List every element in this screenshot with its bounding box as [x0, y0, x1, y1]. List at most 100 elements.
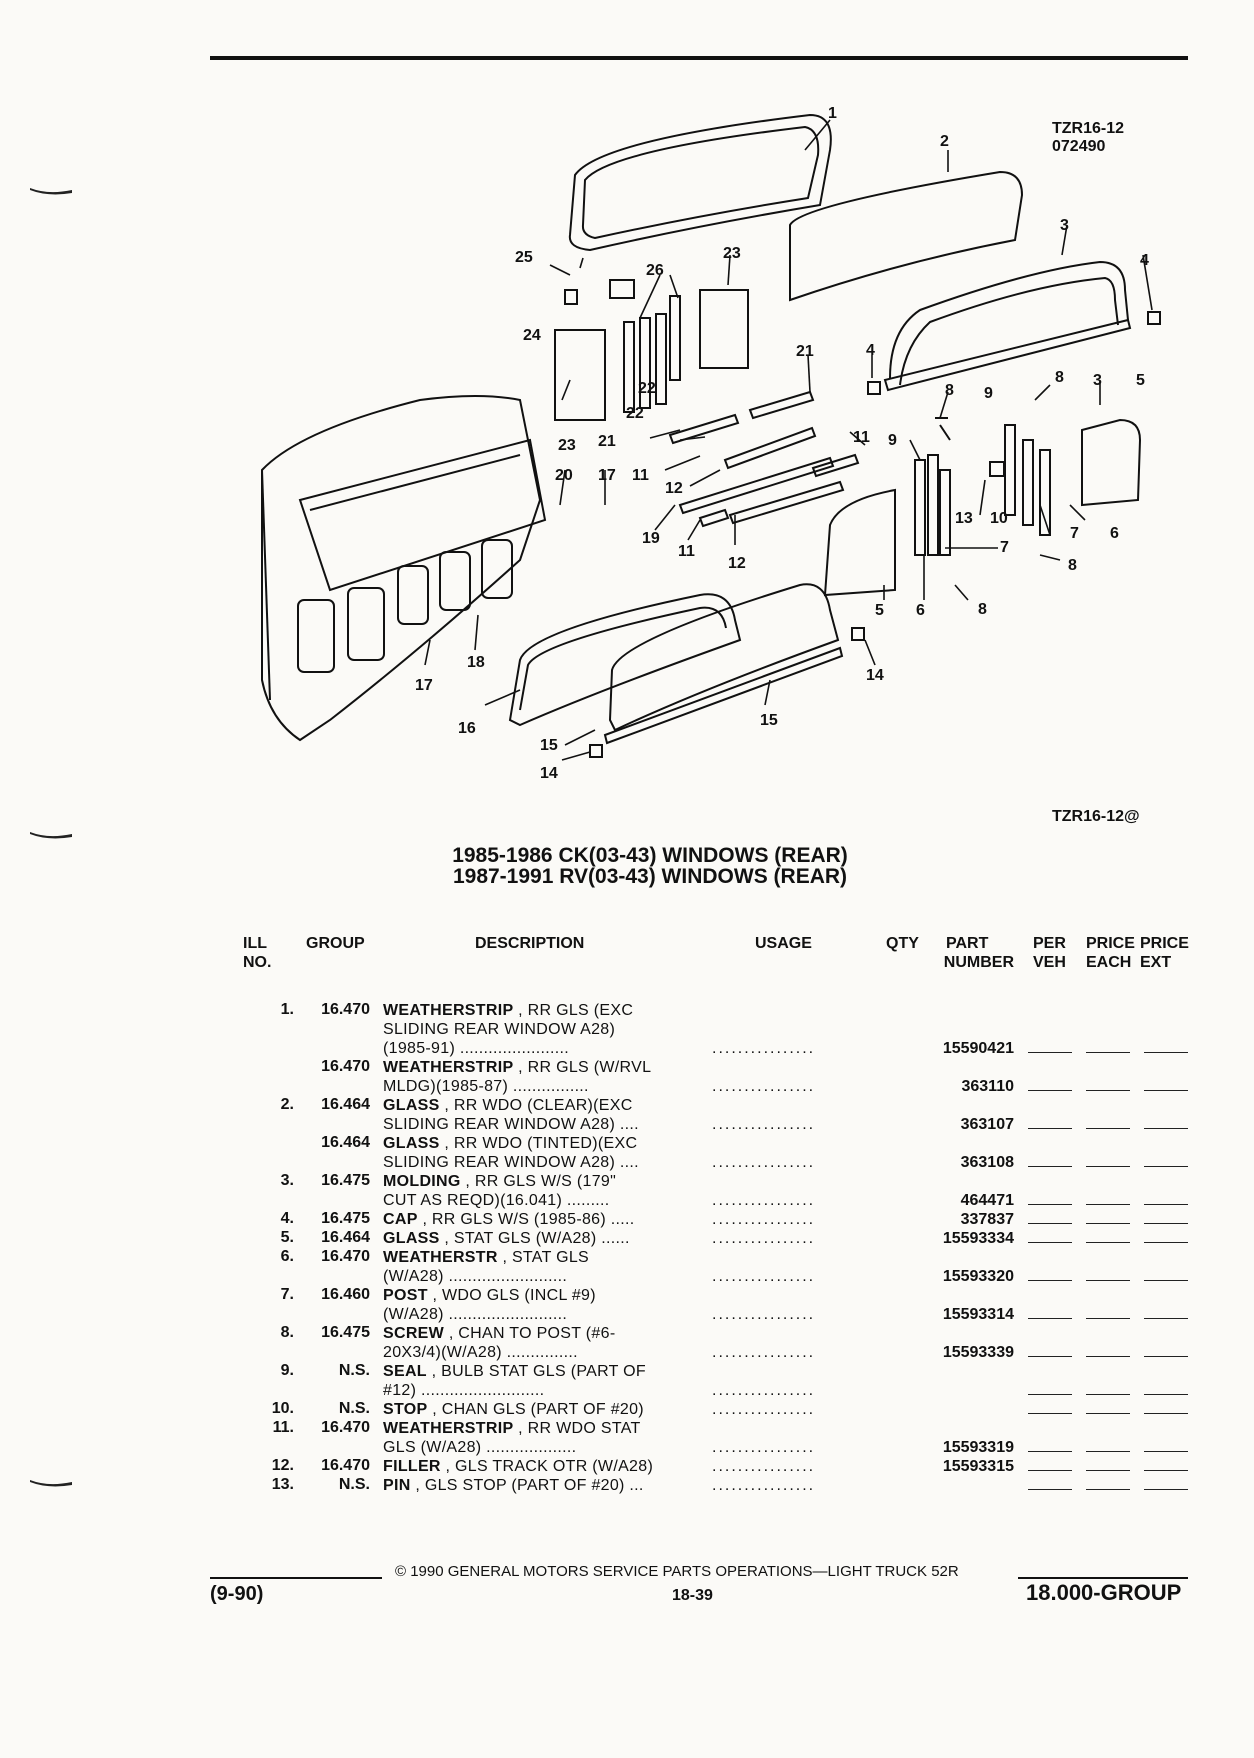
- usage: ................: [712, 1401, 816, 1418]
- description-line1: , GLS TRACK OTR (W/A28): [445, 1458, 654, 1475]
- price-blanks: [1028, 1223, 1188, 1225]
- svg-text:23: 23: [723, 245, 741, 262]
- price-blanks: [1028, 1470, 1188, 1472]
- header-price-ext: PRICE EXT: [1140, 935, 1189, 971]
- part-number: 15593315: [942, 1458, 1014, 1475]
- slider-glass-outline: [554, 329, 606, 421]
- price-blanks: [1028, 1052, 1188, 1054]
- usage: ................: [712, 1116, 816, 1133]
- description-line1: , RR WDO (TINTED)(EXC: [444, 1135, 638, 1152]
- usage: ................: [712, 1154, 816, 1171]
- price-blanks: [1028, 1394, 1188, 1396]
- description-line1: , RR GLS W/S (179": [465, 1173, 617, 1190]
- svg-text:26: 26: [646, 262, 664, 279]
- description-line2: SLIDING REAR WINDOW A28): [383, 1021, 616, 1038]
- svg-text:10: 10: [990, 510, 1008, 527]
- part-name: STOP: [383, 1401, 428, 1418]
- usage: ................: [712, 1040, 816, 1057]
- svg-text:7: 7: [1000, 539, 1009, 556]
- page-title-line1: 1985-1986 CK(03-43) WINDOWS (REAR): [452, 844, 848, 867]
- price-blanks: [1028, 1128, 1188, 1130]
- part-number: 363110: [961, 1078, 1014, 1095]
- svg-text:20: 20: [555, 467, 573, 484]
- svg-text:12: 12: [665, 480, 683, 497]
- svg-text:6: 6: [916, 602, 925, 619]
- description-line1: , RR GLS (W/RVL: [518, 1059, 652, 1076]
- part-name: WEATHERSTR: [383, 1249, 498, 1266]
- part-name: WEATHERSTRIP: [383, 1420, 514, 1437]
- part-number: 363107: [960, 1116, 1014, 1133]
- description-line2: CUT AS REQD)(16.041) .........: [383, 1192, 610, 1209]
- header-usage: USAGE: [755, 935, 812, 952]
- svg-text:17: 17: [598, 467, 616, 484]
- ill-no: 9.: [280, 1362, 294, 1379]
- usage: ................: [712, 1192, 816, 1209]
- description: SEAL , BULB STAT GLS (PART OF#12) ......…: [383, 1362, 683, 1400]
- description: CAP , RR GLS W/S (1985-86) .....: [383, 1210, 683, 1229]
- stationary-glass-outline: [823, 488, 896, 597]
- svg-text:4: 4: [866, 342, 875, 359]
- description-line2: MLDG)(1985-87) ................: [383, 1078, 589, 1095]
- ill-no: 6.: [280, 1248, 294, 1265]
- description-line1: , RR WDO STAT: [518, 1420, 641, 1437]
- description-line1: , CHAN TO POST (#6-: [448, 1325, 616, 1342]
- part-number: 15593314: [942, 1306, 1014, 1323]
- part-name: MOLDING: [383, 1173, 461, 1190]
- ill-no: 8.: [280, 1324, 294, 1341]
- part-number: 15593339: [942, 1344, 1014, 1361]
- group-code: 16.460: [321, 1286, 370, 1303]
- price-blanks: [1028, 1166, 1188, 1168]
- description-line1: , RR GLS (EXC: [518, 1002, 634, 1019]
- usage: ................: [712, 1344, 816, 1361]
- svg-text:13: 13: [955, 510, 973, 527]
- part-number: 15590421: [942, 1040, 1014, 1057]
- description: MOLDING , RR GLS W/S (179" CUT AS REQD)(1…: [383, 1172, 683, 1210]
- svg-text:21: 21: [598, 433, 616, 450]
- svg-text:9: 9: [888, 432, 897, 449]
- part-name: SEAL: [383, 1363, 427, 1380]
- description-line1: , WDO GLS (INCL #9): [432, 1287, 596, 1304]
- ill-no: 2.: [280, 1096, 294, 1113]
- sliding-frame-outline: [508, 593, 742, 727]
- usage: ................: [712, 1458, 816, 1475]
- binder-hole-mark: [30, 1480, 72, 1487]
- part-number: 15593334: [942, 1230, 1014, 1247]
- group-code: 16.475: [321, 1210, 370, 1227]
- header-price-each: PRICE EACH: [1086, 935, 1135, 971]
- ill-no: 1.: [280, 1001, 294, 1018]
- figure-code: TZR16-12 072490: [1052, 120, 1124, 156]
- svg-text:15: 15: [540, 737, 558, 754]
- usage: ................: [712, 1306, 816, 1323]
- usage: ................: [712, 1211, 816, 1228]
- group-code: 16.464: [321, 1096, 370, 1113]
- price-blanks: [1028, 1356, 1188, 1358]
- ill-no: 5.: [280, 1229, 294, 1246]
- usage: ................: [712, 1078, 816, 1095]
- svg-text:24: 24: [523, 327, 541, 344]
- group-code: 16.464: [321, 1229, 370, 1246]
- page-number: 18-39: [672, 1587, 713, 1604]
- description-line1: , STAT GLS: [502, 1249, 590, 1266]
- group-code: 16.464: [321, 1134, 370, 1151]
- group-code: 16.470: [321, 1248, 370, 1265]
- svg-text:6: 6: [1110, 525, 1119, 542]
- description-line1: , STAT GLS (W/A28) ......: [444, 1230, 630, 1247]
- top-rule: [210, 56, 1188, 60]
- ill-no: 4.: [280, 1210, 294, 1227]
- figure-code-id: TZR16-12: [1052, 120, 1125, 137]
- ill-no: 3.: [280, 1172, 294, 1189]
- description: POST , WDO GLS (INCL #9)(W/A28) ........…: [383, 1286, 683, 1324]
- description: FILLER , GLS TRACK OTR (W/A28): [383, 1457, 683, 1476]
- description-line1: , RR GLS W/S (1985-86) .....: [422, 1211, 635, 1228]
- rear-glass-outline: [789, 170, 1024, 302]
- usage: ................: [712, 1382, 816, 1399]
- part-name: FILLER: [383, 1458, 441, 1475]
